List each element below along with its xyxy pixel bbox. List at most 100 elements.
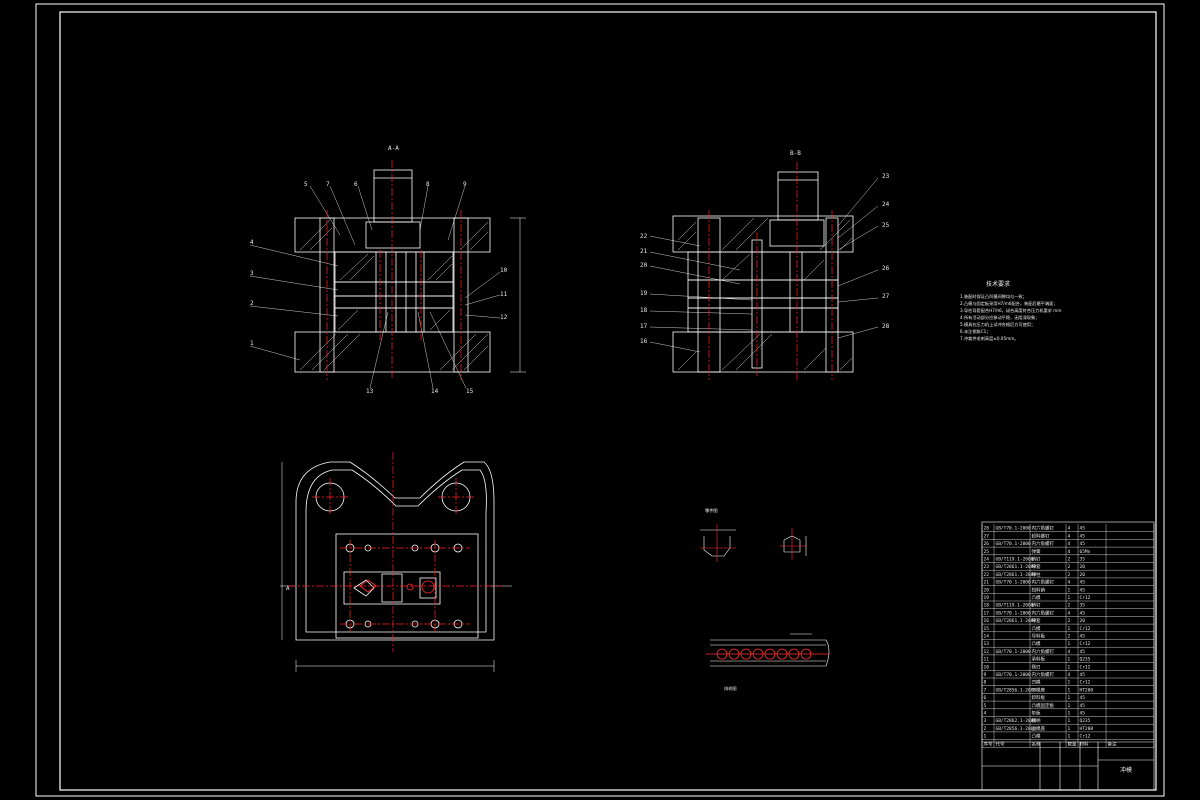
plan-centerlines xyxy=(288,452,502,652)
bom-cell: 4 xyxy=(1068,526,1071,532)
part-detail-label: 零件图 xyxy=(705,507,718,514)
bom-cell: 4 xyxy=(1068,533,1071,539)
bom-cell: 1 xyxy=(1068,695,1071,701)
bom-cell: 13 xyxy=(984,641,990,647)
bom-cell: GB/T2861.1-2008 xyxy=(996,572,1037,578)
outer-border xyxy=(35,3,1165,797)
note-line-7: 7.冲裁件毛刺高度≤0.05mm。 xyxy=(960,335,1019,342)
plan-view: A xyxy=(280,461,512,672)
bom-cell: 45 xyxy=(1080,580,1086,586)
bom-cell: GB/T2861.1-2008 xyxy=(996,564,1037,570)
bom-cell: HT200 xyxy=(1080,726,1094,732)
bom-cell: 45 xyxy=(1080,541,1086,547)
bom-cell: 16 xyxy=(984,618,990,624)
note-line-6: 6.未注倒角C1； xyxy=(960,328,991,335)
bom-cell: 凸模固定板 xyxy=(1032,702,1055,709)
bom-cell: 凸模 xyxy=(1032,640,1041,647)
bom-header-cell: 代号 xyxy=(996,740,1005,747)
bom-cell: 18 xyxy=(984,603,990,609)
callout-10: 10 xyxy=(500,267,508,274)
bom-cell: 挡料销 xyxy=(1032,586,1046,593)
bom-cell: 内六角螺钉 xyxy=(1032,579,1055,586)
note-line-4: 4.所有活动部分应移动平稳，无阻滞现象； xyxy=(960,314,1039,321)
bom-cell: 模柄 xyxy=(1032,717,1041,724)
bom-cell: 1 xyxy=(1068,587,1071,593)
bom-cell: 3 xyxy=(984,718,987,724)
bom-cell: 内六角螺钉 xyxy=(1032,609,1055,616)
bom-cell: 8 xyxy=(984,680,987,686)
bom-cell: 22 xyxy=(984,572,990,578)
front-callouts: 5 7 6 8 9 4 3 2 1 10 11 12 13 14 15 xyxy=(250,181,508,395)
bom-cell: 35 xyxy=(1080,603,1086,609)
bom-cell: 垫板 xyxy=(1032,710,1041,717)
callout-25: 25 xyxy=(882,222,890,229)
bom-cell: 7 xyxy=(984,687,987,693)
bom-cell: 1 xyxy=(1068,734,1071,740)
side-section-label: B-B xyxy=(790,150,801,157)
bom-header-cell: 材料 xyxy=(1080,740,1089,747)
bom-cell: 1 xyxy=(984,734,987,740)
note-line-2: 2.凸模与固定板采用H7/m6配合，装配后磨平端面； xyxy=(960,300,1058,307)
drawing-title: 冲模 xyxy=(1120,766,1132,774)
strip-layout: 排样图 xyxy=(710,633,830,692)
bom-cell: 1 xyxy=(1068,664,1071,670)
bom-cell: 1 xyxy=(1068,718,1071,724)
bom-cell: 卸料板 xyxy=(1032,694,1046,701)
callout-1: 1 xyxy=(250,340,254,347)
callout-24: 24 xyxy=(882,201,890,208)
callout-8: 8 xyxy=(426,181,430,188)
callout-2: 2 xyxy=(250,300,254,307)
callout-18: 18 xyxy=(640,307,648,314)
bom-cell: 9 xyxy=(984,672,987,678)
bom-cell: 侧刃 xyxy=(1032,663,1041,670)
bom-cell: 销钉 xyxy=(1032,556,1041,563)
note-line-1: 1.装配时保证凸凹模间隙均匀一致； xyxy=(960,293,1027,300)
bom-cell: 17 xyxy=(984,610,990,616)
bom-header-cell: 数量 xyxy=(1068,740,1077,747)
bom-cell: 24 xyxy=(984,557,990,563)
bom-cell: 45 xyxy=(1080,526,1086,532)
bom-cell: 20 xyxy=(984,587,990,593)
bom-cell: 内六角螺钉 xyxy=(1032,540,1055,547)
callout-5: 5 xyxy=(304,181,308,188)
bom-cell: 内六角螺钉 xyxy=(1032,525,1055,532)
bom-cell: GB/T2861.1-2008 xyxy=(996,618,1037,624)
bom-cell: GB/T70.1-2000 xyxy=(996,672,1032,678)
bom-cell: 1 xyxy=(1068,626,1071,632)
bom-cell: 4 xyxy=(1068,580,1071,586)
bom-cell: 销钉 xyxy=(1032,602,1041,609)
bom-cell: 35 xyxy=(1080,557,1086,563)
bom-cell: 2 xyxy=(1068,603,1071,609)
bom-cell: GB/T119.1-2000 xyxy=(996,557,1034,563)
plan-cutout-red xyxy=(359,579,435,594)
bom-cell: 4 xyxy=(1068,549,1071,555)
bom-cell: GB/T2862.1-2008 xyxy=(996,718,1037,724)
bom-cell: 20 xyxy=(1080,564,1086,570)
bom-cell: GB/T70.1-2000 xyxy=(996,580,1032,586)
bom-cell: 45 xyxy=(1080,695,1086,701)
strip-holes-red xyxy=(706,648,830,660)
callout-19: 19 xyxy=(640,290,648,297)
bom-cell: 1 xyxy=(1068,680,1071,686)
bom-cell: 20 xyxy=(1080,572,1086,578)
bom-cell: 4 xyxy=(1068,541,1071,547)
bom-cell: 内六角螺钉 xyxy=(1032,648,1055,655)
notes-title: 技术要求 xyxy=(986,280,1010,288)
bom-cell: 6 xyxy=(984,695,987,701)
callout-14: 14 xyxy=(431,388,439,395)
bom-cell: 导柱 xyxy=(1032,571,1041,578)
bom-cell: GB/T2856.1-2008 xyxy=(996,726,1037,732)
front-section-view: A-A xyxy=(249,145,526,389)
note-line-3: 3.导柱导套配合H7/h6，闭合高度符合压力机要求 mm xyxy=(960,307,1061,314)
callout-27: 27 xyxy=(882,293,890,300)
bom-cell: 凸模 xyxy=(1032,594,1041,601)
bom-cell: 27 xyxy=(984,533,990,539)
bom-cell: 26 xyxy=(984,541,990,547)
bom-cell: 承料板 xyxy=(1032,656,1046,663)
bom-cell: 45 xyxy=(1080,634,1086,640)
bom-cell: Cr12 xyxy=(1080,734,1091,740)
bom-cell: Cr12 xyxy=(1080,664,1091,670)
bom-cell: 内六角螺钉 xyxy=(1032,671,1055,678)
bom-cell: 28 xyxy=(984,526,990,532)
